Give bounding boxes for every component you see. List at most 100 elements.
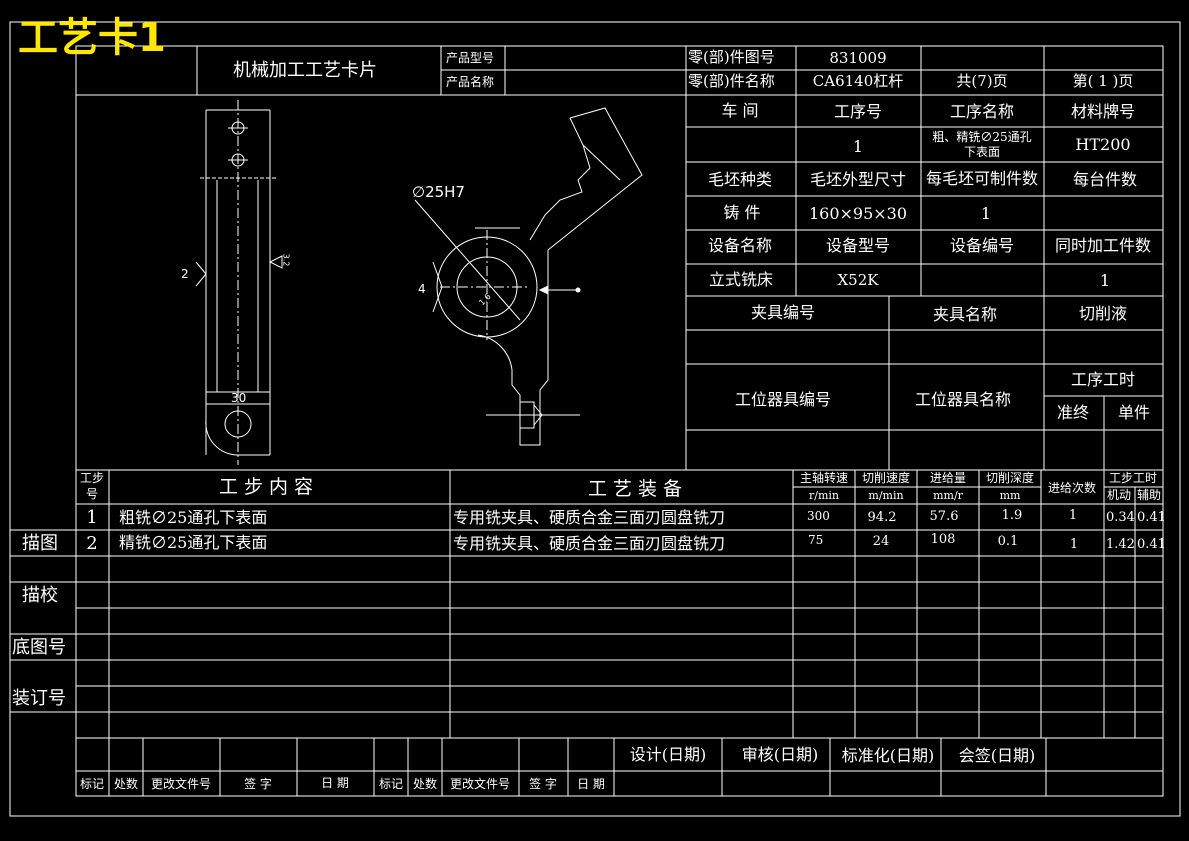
total-pages: 共(7)页 <box>956 72 1008 90</box>
step-1-aux-time: 0.41 <box>1137 510 1166 525</box>
footer-change-doc: 更改文件号 <box>150 777 212 791</box>
part-drawing-no: 831009 <box>829 49 887 67</box>
step-2-passes: 1 <box>1069 537 1079 552</box>
step-1-depth: 1.9 <box>1001 508 1023 523</box>
step-1-content: 粗铣∅25通孔下表面 <box>119 508 268 527</box>
parts-per-blank-label: 每毛坯可制件数 <box>925 169 1039 188</box>
blank-type: 铸 件 <box>723 203 761 222</box>
op-no-label: 工序号 <box>833 102 883 121</box>
equip-model: X52K <box>837 271 879 289</box>
prep-time-label: 准终 <box>1056 403 1090 422</box>
product-model-label: 产品型号 <box>446 51 495 65</box>
equip-name: 立式铣床 <box>708 270 774 289</box>
op-no: 1 <box>852 137 864 156</box>
cut-speed-header: 切削速度 <box>861 471 911 485</box>
footer-countersign: 会签(日期) <box>958 746 1036 765</box>
part-name-label: 零(部)件名称 <box>688 72 775 90</box>
op-time-label: 工序工时 <box>1070 370 1136 389</box>
station-tool-name-label: 工位器具名称 <box>914 390 1012 409</box>
part-side-view <box>414 107 643 446</box>
fixture-name-label: 夹具名称 <box>932 305 998 324</box>
step-time-header: 工步工时 <box>1108 471 1158 485</box>
aux-time-header: 辅助 <box>1136 488 1162 502</box>
step-1-passes: 1 <box>1068 508 1078 523</box>
step-1-machine-time: 0.34 <box>1106 510 1135 525</box>
part-drawing-no-label: 零(部)件图号 <box>688 48 775 66</box>
feed-header: 进给量 <box>929 471 967 485</box>
roughness-left: 3.2 <box>281 253 291 267</box>
step-1-feed: 57.6 <box>929 509 959 524</box>
blank-size: 160×95×30 <box>808 204 908 223</box>
equip-model-label: 设备型号 <box>825 236 891 255</box>
step-2-no: 2 <box>86 533 98 554</box>
step-no-header-2: 号 <box>85 487 99 501</box>
spindle-speed-unit: r/min <box>809 489 839 502</box>
blank-size-label: 毛坯外型尺寸 <box>809 170 907 189</box>
unit-time-label: 单件 <box>1117 403 1151 422</box>
footer-standard: 标准化(日期) <box>841 746 935 765</box>
equip-no-label: 设备编号 <box>949 236 1015 255</box>
side-trace-label: 描图 <box>22 533 58 554</box>
cut-speed-unit: m/min <box>868 489 904 502</box>
footer-mark: 标记 <box>79 777 105 791</box>
step-2-speed: 75 <box>808 533 824 547</box>
footer-sign: 签 字 <box>244 777 272 791</box>
side-binding-no-label: 装订号 <box>12 688 66 709</box>
footer-date: 日 期 <box>321 776 349 790</box>
card-banner-title: 工艺卡1 <box>18 15 166 61</box>
step-no-header-1: 工步 <box>79 471 105 485</box>
coolant-label: 切削液 <box>1078 304 1128 323</box>
op-name-line2: 下表面 <box>963 145 1001 159</box>
station-tool-no-label: 工位器具编号 <box>734 390 832 409</box>
workshop-label: 车 间 <box>721 101 759 120</box>
step-2-feed: 108 <box>930 532 956 547</box>
step-1-equipment: 专用铣夹具、硬质合金三面刃圆盘铣刀 <box>453 508 726 527</box>
footer-change-doc-2: 更改文件号 <box>449 777 511 791</box>
step-2-cut-speed: 24 <box>872 534 890 549</box>
side-trace-check-label: 描校 <box>22 585 58 606</box>
step-1-no: 1 <box>86 507 98 528</box>
step-2-aux-time: 0.41 <box>1137 537 1166 552</box>
hole-diameter-label: ∅25H7 <box>412 183 465 201</box>
footer-place-2: 处数 <box>412 777 438 791</box>
footer-sign-2: 签 字 <box>529 777 557 791</box>
parts-per-blank: 1 <box>980 204 992 223</box>
mark-4-label: 4 <box>418 282 426 296</box>
step-1-cut-speed: 94.2 <box>867 510 897 525</box>
step-2-equipment: 专用铣夹具、硬质合金三面刃圆盘铣刀 <box>453 534 726 553</box>
part-front-view <box>195 100 283 465</box>
equipment-header: 工 艺 装 备 <box>587 478 683 500</box>
dimension-30-label: 30 <box>231 391 247 405</box>
step-1-speed: 300 <box>807 509 830 523</box>
footer-design: 设计(日期) <box>629 745 707 764</box>
depth-unit: mm <box>999 489 1021 502</box>
feed-unit: mm/r <box>933 489 963 502</box>
blank-type-label: 毛坯种类 <box>707 170 773 189</box>
simultaneous-label: 同时加工件数 <box>1054 236 1152 255</box>
equip-name-label: 设备名称 <box>707 236 773 255</box>
mark-2-label: 2 <box>181 267 189 281</box>
part-name: CA6140杠杆 <box>812 72 904 90</box>
machine-time-header: 机动 <box>1106 488 1132 502</box>
footer-mark-2: 标记 <box>378 777 404 791</box>
parts-per-machine-label: 每台件数 <box>1072 170 1138 189</box>
step-content-header: 工 步 内 容 <box>218 476 314 498</box>
footer-place: 处数 <box>113 777 139 791</box>
footer-date-2: 日 期 <box>577 777 605 791</box>
footer-review: 审核(日期) <box>741 745 819 764</box>
material: HT200 <box>1075 135 1131 154</box>
step-2-depth: 0.1 <box>997 534 1019 549</box>
fixture-no-label: 夹具编号 <box>750 303 816 322</box>
spindle-speed-header: 主轴转速 <box>799 471 849 485</box>
depth-header: 切削深度 <box>985 471 1035 485</box>
step-2-machine-time: 1.42 <box>1106 537 1135 552</box>
op-name-label: 工序名称 <box>949 102 1015 121</box>
material-label: 材料牌号 <box>1070 102 1136 121</box>
product-name-label: 产品名称 <box>446 75 495 89</box>
simultaneous: 1 <box>1099 271 1111 290</box>
side-base-no-label: 底图号 <box>12 637 66 658</box>
step-2-content: 精铣∅25通孔下表面 <box>119 533 268 552</box>
passes-header: 进给次数 <box>1047 481 1097 495</box>
op-name-line1: 粗、精铣∅25通孔 <box>932 130 1032 144</box>
